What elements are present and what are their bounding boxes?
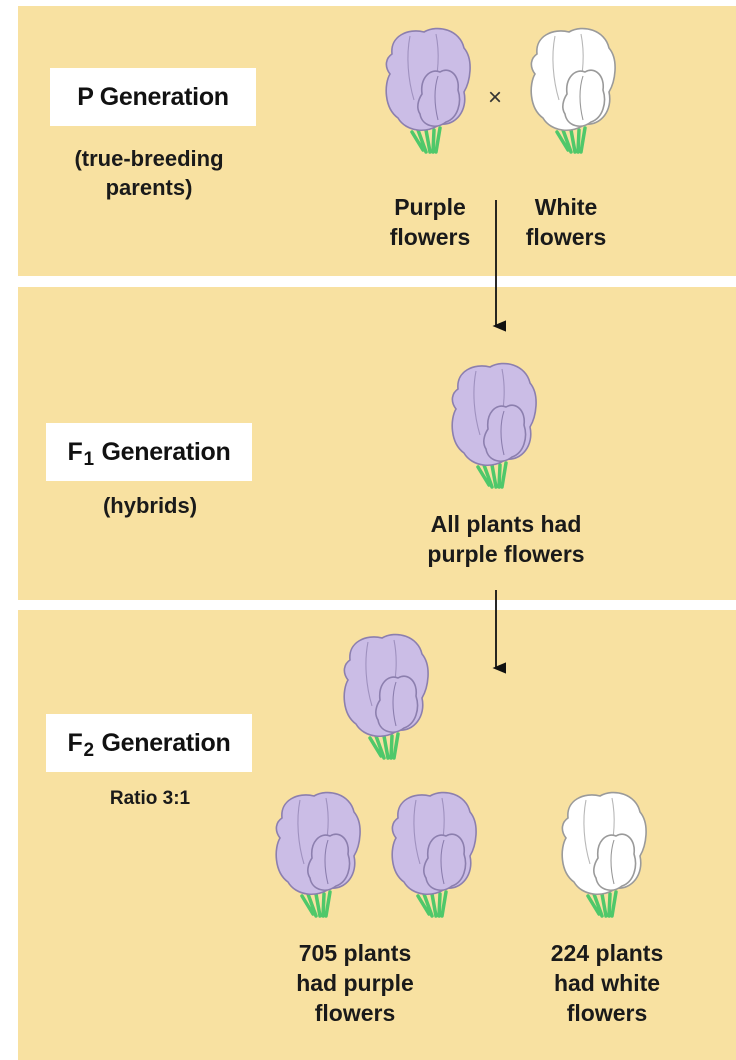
f1-to-f2-arrow bbox=[486, 590, 506, 682]
purple-parent-flower-icon bbox=[378, 26, 478, 156]
p-to-f1-arrow bbox=[486, 200, 506, 340]
p-generation-panel: P Generation (true-breeding parents) × P… bbox=[18, 6, 736, 276]
p-generation-title-text: P Generation bbox=[77, 83, 229, 112]
f2-purple-flower-left-icon bbox=[268, 790, 368, 920]
f2-white-flower-icon bbox=[554, 790, 654, 920]
purple-parent-label: Purple flowers bbox=[370, 192, 490, 252]
f1-purple-flower-icon bbox=[444, 361, 544, 491]
f2-ratio-text: Ratio 3:1 bbox=[80, 784, 220, 814]
f2-white-result-label: 224 plants had white flowers bbox=[542, 938, 672, 1028]
p-generation-description: (true-breeding parents) bbox=[64, 144, 234, 202]
white-parent-flower-icon bbox=[523, 26, 623, 156]
f2-purple-flower-top-icon bbox=[336, 632, 436, 762]
f1-generation-description: (hybrids) bbox=[80, 491, 220, 520]
f1-result-label: All plants had purple flowers bbox=[406, 509, 606, 569]
f2-purple-result-label: 705 plants had purple flowers bbox=[290, 938, 420, 1028]
f2-purple-flower-right-icon bbox=[384, 790, 484, 920]
p-generation-title: P Generation bbox=[50, 68, 256, 126]
cross-symbol: × bbox=[488, 84, 502, 112]
white-parent-label: White flowers bbox=[506, 192, 626, 252]
